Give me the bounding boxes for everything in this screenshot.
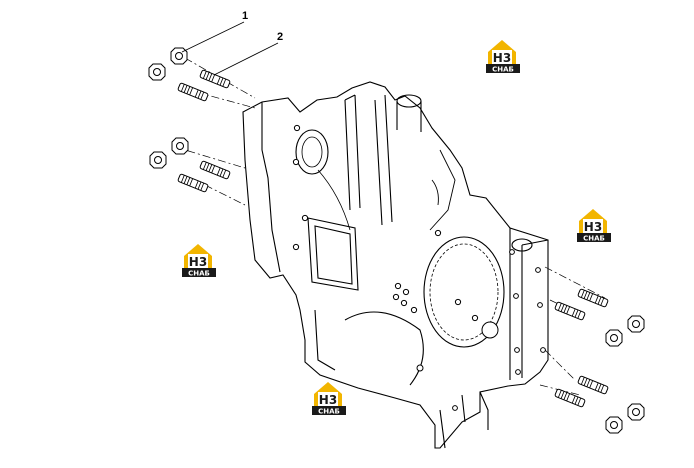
assembly-center-lines [171,57,606,396]
stud [554,301,586,321]
housing-flange [261,102,281,273]
stud [554,388,586,408]
logo-word-text: CHAБ [492,66,514,74]
housing-rib-left [344,94,361,211]
logo-word-text: CHAБ [318,408,340,416]
callout-2: 2 [213,31,283,76]
fastener-group-lower-right [554,375,645,434]
logo-word-text: CHAБ [583,235,605,243]
housing-upper-hole [295,129,329,175]
logo-inner-panel [492,50,512,64]
stud [577,375,609,395]
callout-1-label: 1 [242,10,248,22]
nut [605,416,623,434]
nut [605,329,623,347]
housing-main-bore [423,236,505,348]
logo-mark-text: H3 [319,393,337,407]
stud [177,82,209,102]
nut [148,63,166,81]
fastener-group-mid-left [149,137,231,193]
housing-outline [242,81,549,449]
housing-lower-foot [314,309,489,449]
logo-band [577,233,611,242]
logo-mark-text: H3 [189,255,207,269]
fastener-group-upper-right [554,288,645,347]
fastener-group-upper-left [148,47,231,102]
housing-top-boss [396,94,422,132]
housing-lower-bore [344,311,424,386]
nut [149,151,167,169]
logo-mark-text: H3 [584,220,602,234]
callout-2-label: 2 [277,31,283,43]
housing-window [307,217,359,291]
logo-inner-panel [188,254,208,268]
logo-inner-panel [318,392,338,406]
logo-band [182,268,216,277]
stud [177,173,209,193]
callout-1: 1 [181,10,248,53]
nut [627,315,645,333]
gear-housing [242,81,549,449]
logo-band [312,406,346,415]
logo-band [486,64,520,73]
logo-word-text: CHAБ [188,270,210,278]
housing-rib-right [374,94,393,226]
housing-bolt-holes [292,124,546,411]
logo-inner-panel [583,219,603,233]
stud [199,69,231,89]
stud [199,160,231,180]
nut [171,137,189,155]
logo-mark-text: H3 [493,51,511,65]
nut [627,403,645,421]
